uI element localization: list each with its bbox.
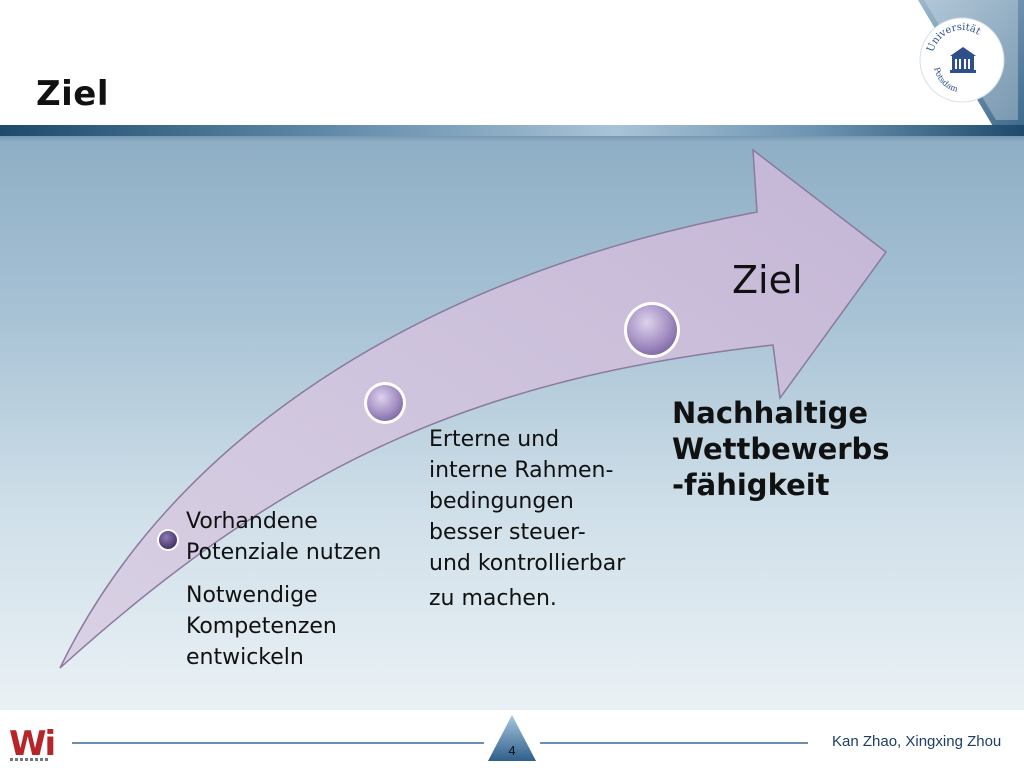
chair-logo-underline — [10, 758, 48, 761]
step1-text: Vorhandene Potenziale nutzen — [186, 509, 382, 565]
page-number-badge: 4 — [486, 713, 538, 763]
triangle-icon — [488, 715, 536, 761]
bubble-medium — [364, 382, 406, 424]
header-bar-shadow — [0, 136, 1024, 142]
author-names: Kan Zhao, Xingxing Zhou — [832, 733, 1002, 750]
step2-text: Erterne und interne Rahmen- bedingungen … — [429, 427, 626, 611]
bubble-small — [157, 529, 179, 551]
page-title: Ziel — [36, 74, 110, 114]
arrow-shape — [59, 148, 888, 669]
header-bar — [0, 125, 1024, 136]
arrow-label: Ziel — [732, 258, 803, 302]
step1b-text: Notwendige Kompetenzen entwickeln — [186, 583, 337, 670]
chair-logo: Wi — [9, 724, 56, 764]
page-number: 4 — [508, 743, 516, 758]
building-icon — [950, 47, 976, 73]
footer-line-left — [72, 742, 484, 744]
goal-text: Nachhaltige Wettbewerbs -fähigkeit — [672, 396, 890, 502]
university-logo: Universität Potsdam — [919, 17, 1005, 103]
slide-header — [0, 0, 1024, 128]
bubble-large — [624, 302, 680, 358]
footer-line-right — [540, 742, 808, 744]
